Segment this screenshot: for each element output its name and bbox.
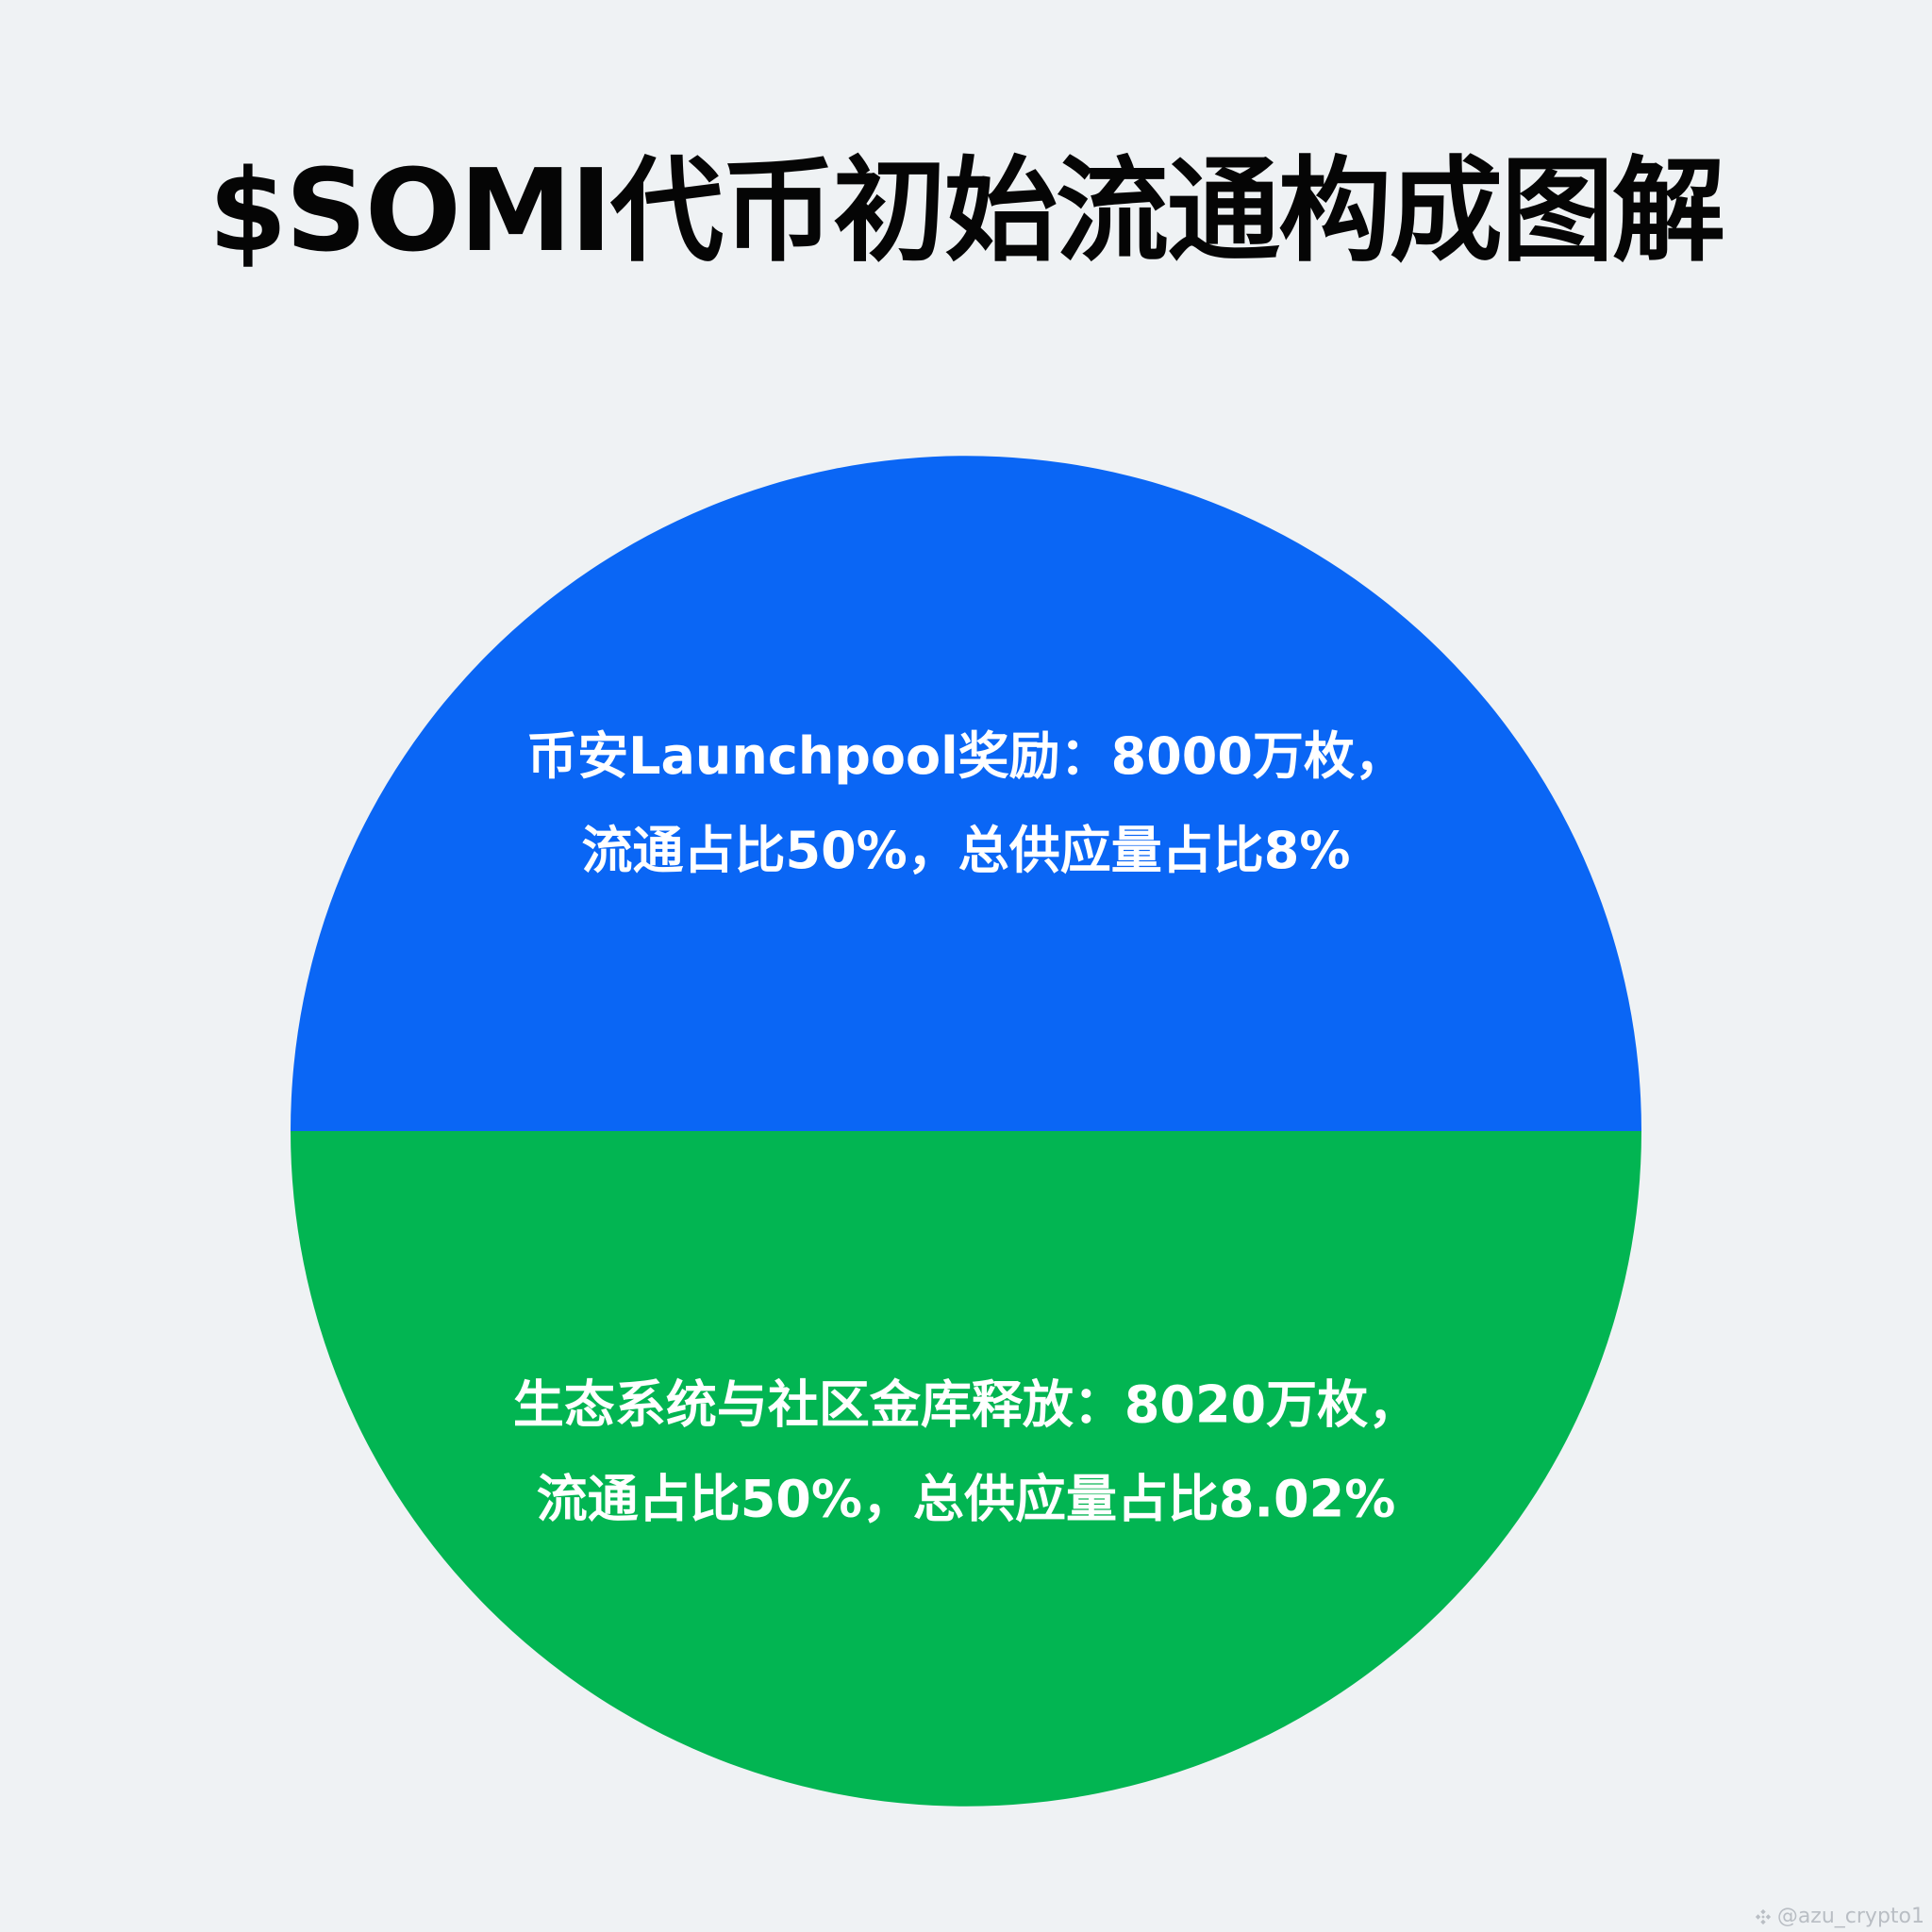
slice-1-label-line-1: 币安Launchpool奖励：8000万枚， bbox=[526, 726, 1406, 786]
slice-1-label-line-2: 流通占比50%，总供应量占比8% bbox=[582, 821, 1351, 880]
slice-2-label-line-2: 流通占比50%，总供应量占比8.02% bbox=[537, 1469, 1396, 1528]
pie-slice-1 bbox=[291, 456, 1641, 1131]
page-title: $SOMI代币初始流通构成图解 bbox=[208, 146, 1725, 277]
slice-2-label-line-1: 生态系统与社区金库释放：8020万枚， bbox=[513, 1374, 1419, 1434]
watermark-text: @azu_crypto1 bbox=[1776, 1905, 1924, 1928]
binance-square-icon bbox=[1755, 1908, 1771, 1924]
pie-slice-2 bbox=[291, 1131, 1641, 1807]
watermark: @azu_crypto1 bbox=[1755, 1905, 1924, 1928]
